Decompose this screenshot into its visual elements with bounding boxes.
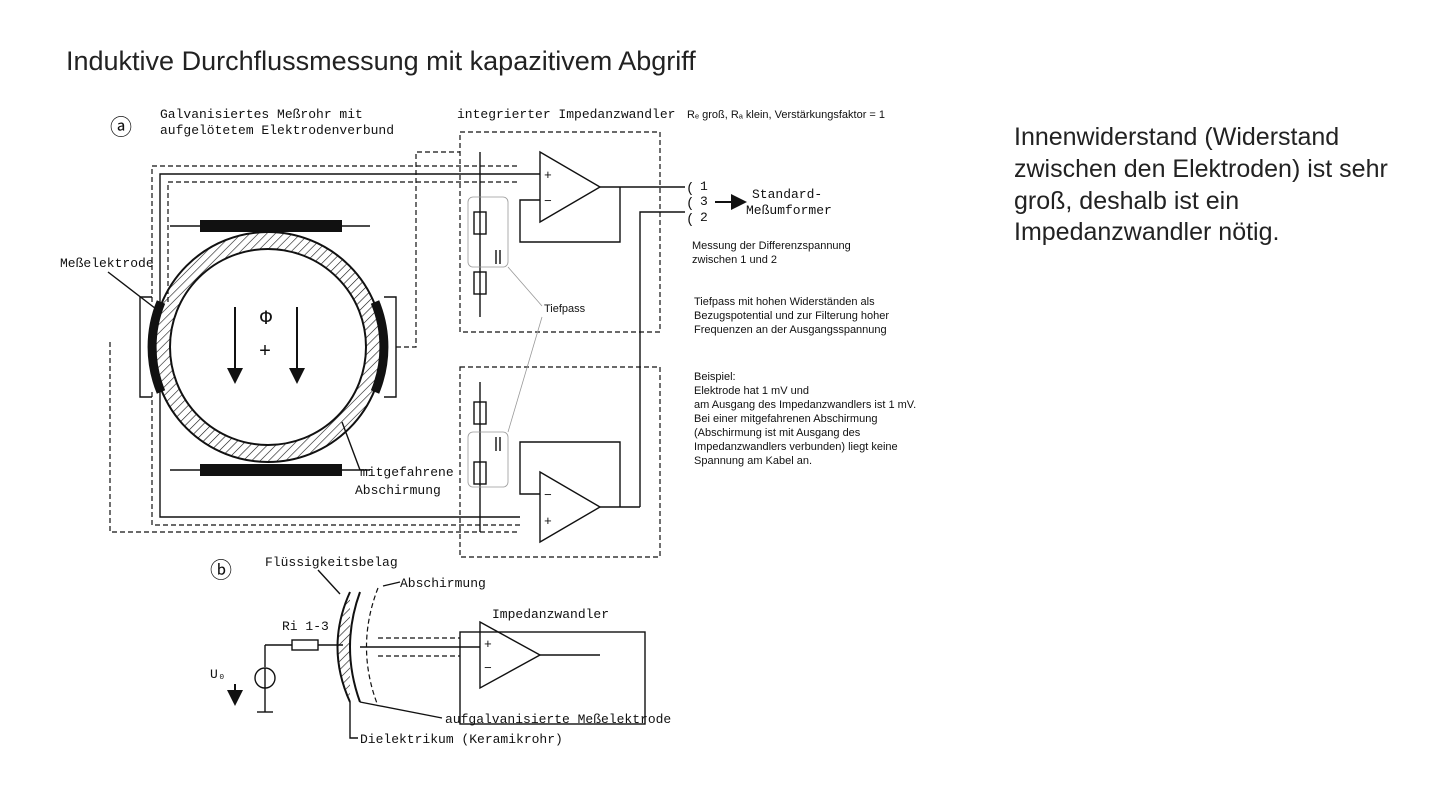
shield-leader (341, 421, 361, 471)
lower-resistor-1 (473, 401, 487, 425)
impedance-converter-label: Impedanzwandler (492, 607, 609, 622)
example-line2: Elektrode hat 1 mV und (694, 385, 809, 397)
lower-converter-box (459, 366, 661, 558)
electrode-layer-b (349, 591, 361, 703)
electrode-left-frame (139, 296, 152, 398)
part-a-marker: ⓐ (110, 116, 132, 142)
converter-label: integrierter Impedanzwandler (457, 107, 675, 122)
cable-lower-signal (159, 392, 520, 518)
liquid-layer-label: Flüssigkeitsbelag (265, 555, 398, 570)
terminal-3: 3 (700, 194, 708, 209)
electrode-b-label: aufgalvanisierte Meßelektrode (445, 712, 671, 727)
example-line7: Spannung am Kabel an. (694, 455, 812, 467)
converter-spec: Rₑ groß, Rₐ klein, Verstärkungsfaktor = … (687, 109, 885, 121)
terminal-1-bracket: ( (686, 181, 694, 197)
electrode-label: Meßelektrode (60, 256, 154, 271)
upper-opamp-minus: − (544, 194, 552, 209)
lower-resistor-2 (473, 461, 487, 485)
tube-label-line1: Galvanisiertes Meßrohr mit (160, 107, 363, 122)
upper-resistor-2 (473, 271, 487, 295)
shielding-leader-b (382, 581, 401, 587)
example-line3: am Ausgang des Impedanzwandlers ist 1 mV… (694, 399, 916, 411)
plus-symbol: + (259, 341, 271, 364)
example-line4: Bei einer mitgefahrenen Abschirmung (694, 413, 877, 425)
cable-right-shield (396, 151, 460, 348)
note-lowpass-line3: Frequenzen an der Ausgangsspannung (694, 324, 887, 336)
part-b-marker: ⓑ (210, 559, 232, 585)
electrode-right (370, 300, 389, 394)
side-note: Innenwiderstand (Widerstand zwischen den… (1014, 123, 1388, 247)
note-lowpass-line1: Tiefpass mit hohen Widerständen als (694, 296, 875, 308)
slide-title: Induktive Durchflussmessung mit kapaziti… (66, 46, 696, 76)
upper-converter-box (459, 131, 661, 333)
example-line6: Impedanzwandlers verbunden) liegt keine (694, 441, 898, 453)
example-line1: Beispiel: (694, 371, 736, 383)
lowpass-leader-lower (507, 316, 543, 433)
circuit-diagram: ⓐ Galvanisiertes Meßrohr mit aufgelötete… (60, 107, 916, 747)
cable-upper-shield-outer (151, 165, 520, 302)
tube-label-line2: aufgelötetem Elektrodenverbund (160, 123, 394, 138)
dielectric-leader (349, 702, 358, 739)
flux-symbol: Φ (260, 308, 272, 331)
opamp-b-minus: − (484, 661, 492, 676)
note-lowpass-line2: Bezugspotential und zur Filterung hoher (694, 310, 889, 322)
upper-opamp-plus: + (544, 168, 552, 183)
terminal-3-bracket: ( (686, 196, 694, 212)
magnet-bottom (200, 464, 342, 476)
upper-resistor-1 (473, 211, 487, 235)
shield-label-line1: mitgefahrene (360, 465, 454, 480)
lower-opamp-minus: − (544, 488, 552, 503)
terminal-2-bracket: ( (686, 212, 694, 228)
electrode-leader (107, 271, 161, 313)
note-diff-line1: Messung der Differenzspannung (692, 240, 851, 252)
opamp-b (479, 620, 542, 690)
lower-opamp (539, 470, 602, 544)
liquid-leader-b (317, 569, 341, 595)
note-diff-line2: zwischen 1 und 2 (692, 254, 777, 266)
transducer-label-line2: Meßumformer (746, 203, 832, 218)
lower-opamp-plus: + (544, 514, 552, 529)
internal-resistor (291, 639, 319, 651)
lowpass-label: Tiefpass (544, 303, 586, 315)
shielding-label: Abschirmung (400, 576, 486, 591)
pipe-interior (169, 248, 367, 446)
cable-lower-shield-outer (151, 392, 520, 526)
electrode-left (147, 300, 166, 394)
lower-lowpass-group (467, 431, 509, 488)
source-voltage-label: U₀ (210, 667, 226, 682)
cable-upper-signal (159, 173, 520, 302)
magnet-top (200, 220, 342, 232)
internal-resistance-label: Ri 1-3 (282, 619, 329, 634)
impedance-converter-box-b (459, 631, 646, 725)
cable-upper-shield-inner (167, 181, 520, 302)
upper-opamp (539, 150, 602, 224)
lowpass-leader-upper (507, 266, 543, 307)
ceramic-pipe-section (336, 591, 351, 703)
upper-feedback (519, 187, 621, 243)
lower-output-to-terminal (639, 211, 685, 507)
terminal-2: 2 (700, 210, 708, 225)
upper-lowpass-group (467, 196, 509, 268)
terminal-1: 1 (700, 179, 708, 194)
dielectric-label: Dielektrikum (Keramikrohr) (360, 732, 563, 747)
opamp-b-plus: + (484, 637, 492, 652)
electrode-b-leader (359, 701, 443, 719)
transducer-label-line1: Standard- (752, 187, 822, 202)
shield-label-line2: Abschirmung (355, 483, 441, 498)
lower-feedback (519, 441, 621, 507)
example-line5: (Abschirmung ist mit Ausgang des (694, 427, 861, 439)
